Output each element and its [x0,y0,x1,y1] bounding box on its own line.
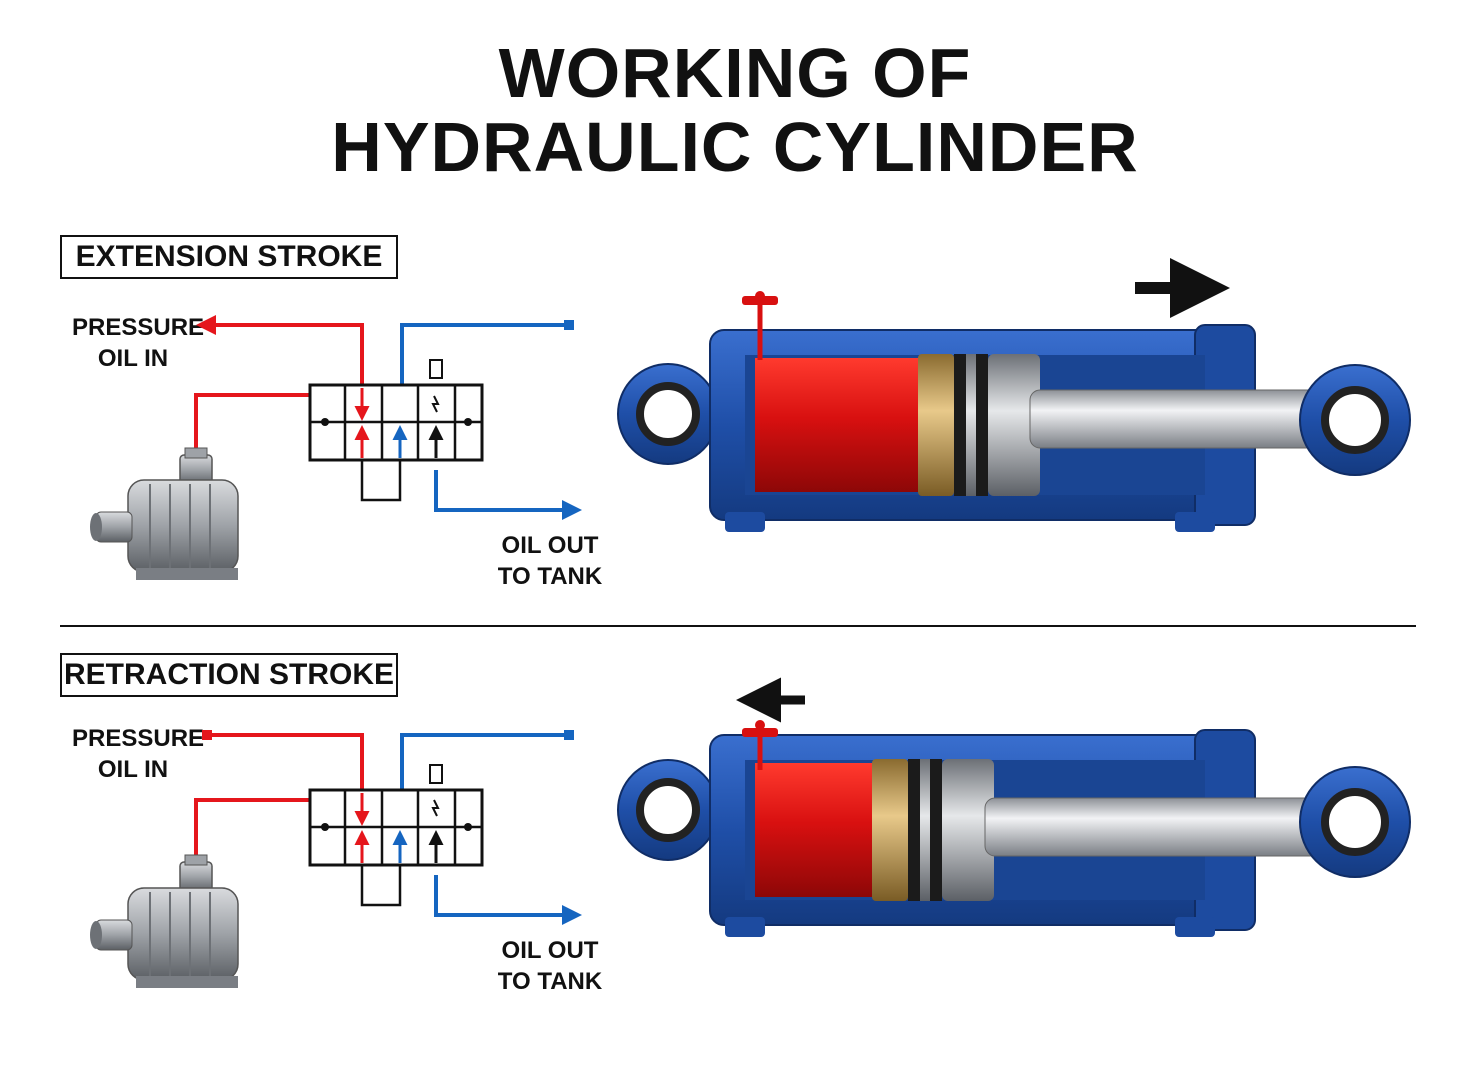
pressure-oil-in-label-bottom: PRESSURE OIL IN [72,723,205,785]
pump-feed-line [194,790,334,870]
oil-out-label-line2: TO TANK [497,968,603,995]
oil-out-label-top: OIL OUT TO TANK [490,530,610,592]
bleed-valve-icon [742,720,778,770]
retraction-circuit [90,730,582,988]
pressure-line [196,315,364,385]
port-cap [564,320,574,330]
oil-out-label-line2: TO TANK [497,563,603,590]
tank-line [434,470,582,520]
directional-valve-icon [308,359,484,502]
extension-circuit [90,315,582,580]
oil-out-label-line1: OIL OUT [501,532,599,559]
port-cap [564,730,574,740]
pressure-label-line2: OIL IN [97,345,169,372]
pressure-label-line1: PRESSURE [72,725,205,752]
pump-feed-line [194,385,334,460]
hydraulic-cylinder-icon [617,720,1411,937]
directional-valve-icon [308,764,484,907]
oil-out-label-bottom: OIL OUT TO TANK [490,935,610,997]
return-line-top [392,323,568,416]
diagram-title-line1: WORKING OF [498,34,972,112]
retraction-stroke-label: RETRACTION STROKE [60,653,398,697]
tank-line [434,875,582,925]
oil-out-label-line1: OIL OUT [501,937,599,964]
pressure-label-line2: OIL IN [97,756,169,783]
bleed-valve-icon [742,291,778,360]
pressure-line [207,733,372,814]
pressure-label-line1: PRESSURE [72,314,205,341]
extension-stroke-label: EXTENSION STROKE [60,235,398,279]
pressure-oil-in-label-top: PRESSURE OIL IN [72,312,205,374]
section-divider [60,625,1416,627]
pump-motor-icon [90,854,239,988]
pump-motor-icon [90,447,239,580]
diagram-title-line2: HYDRAULIC CYLINDER [331,108,1139,186]
hydraulic-cylinder-icon [617,291,1411,532]
